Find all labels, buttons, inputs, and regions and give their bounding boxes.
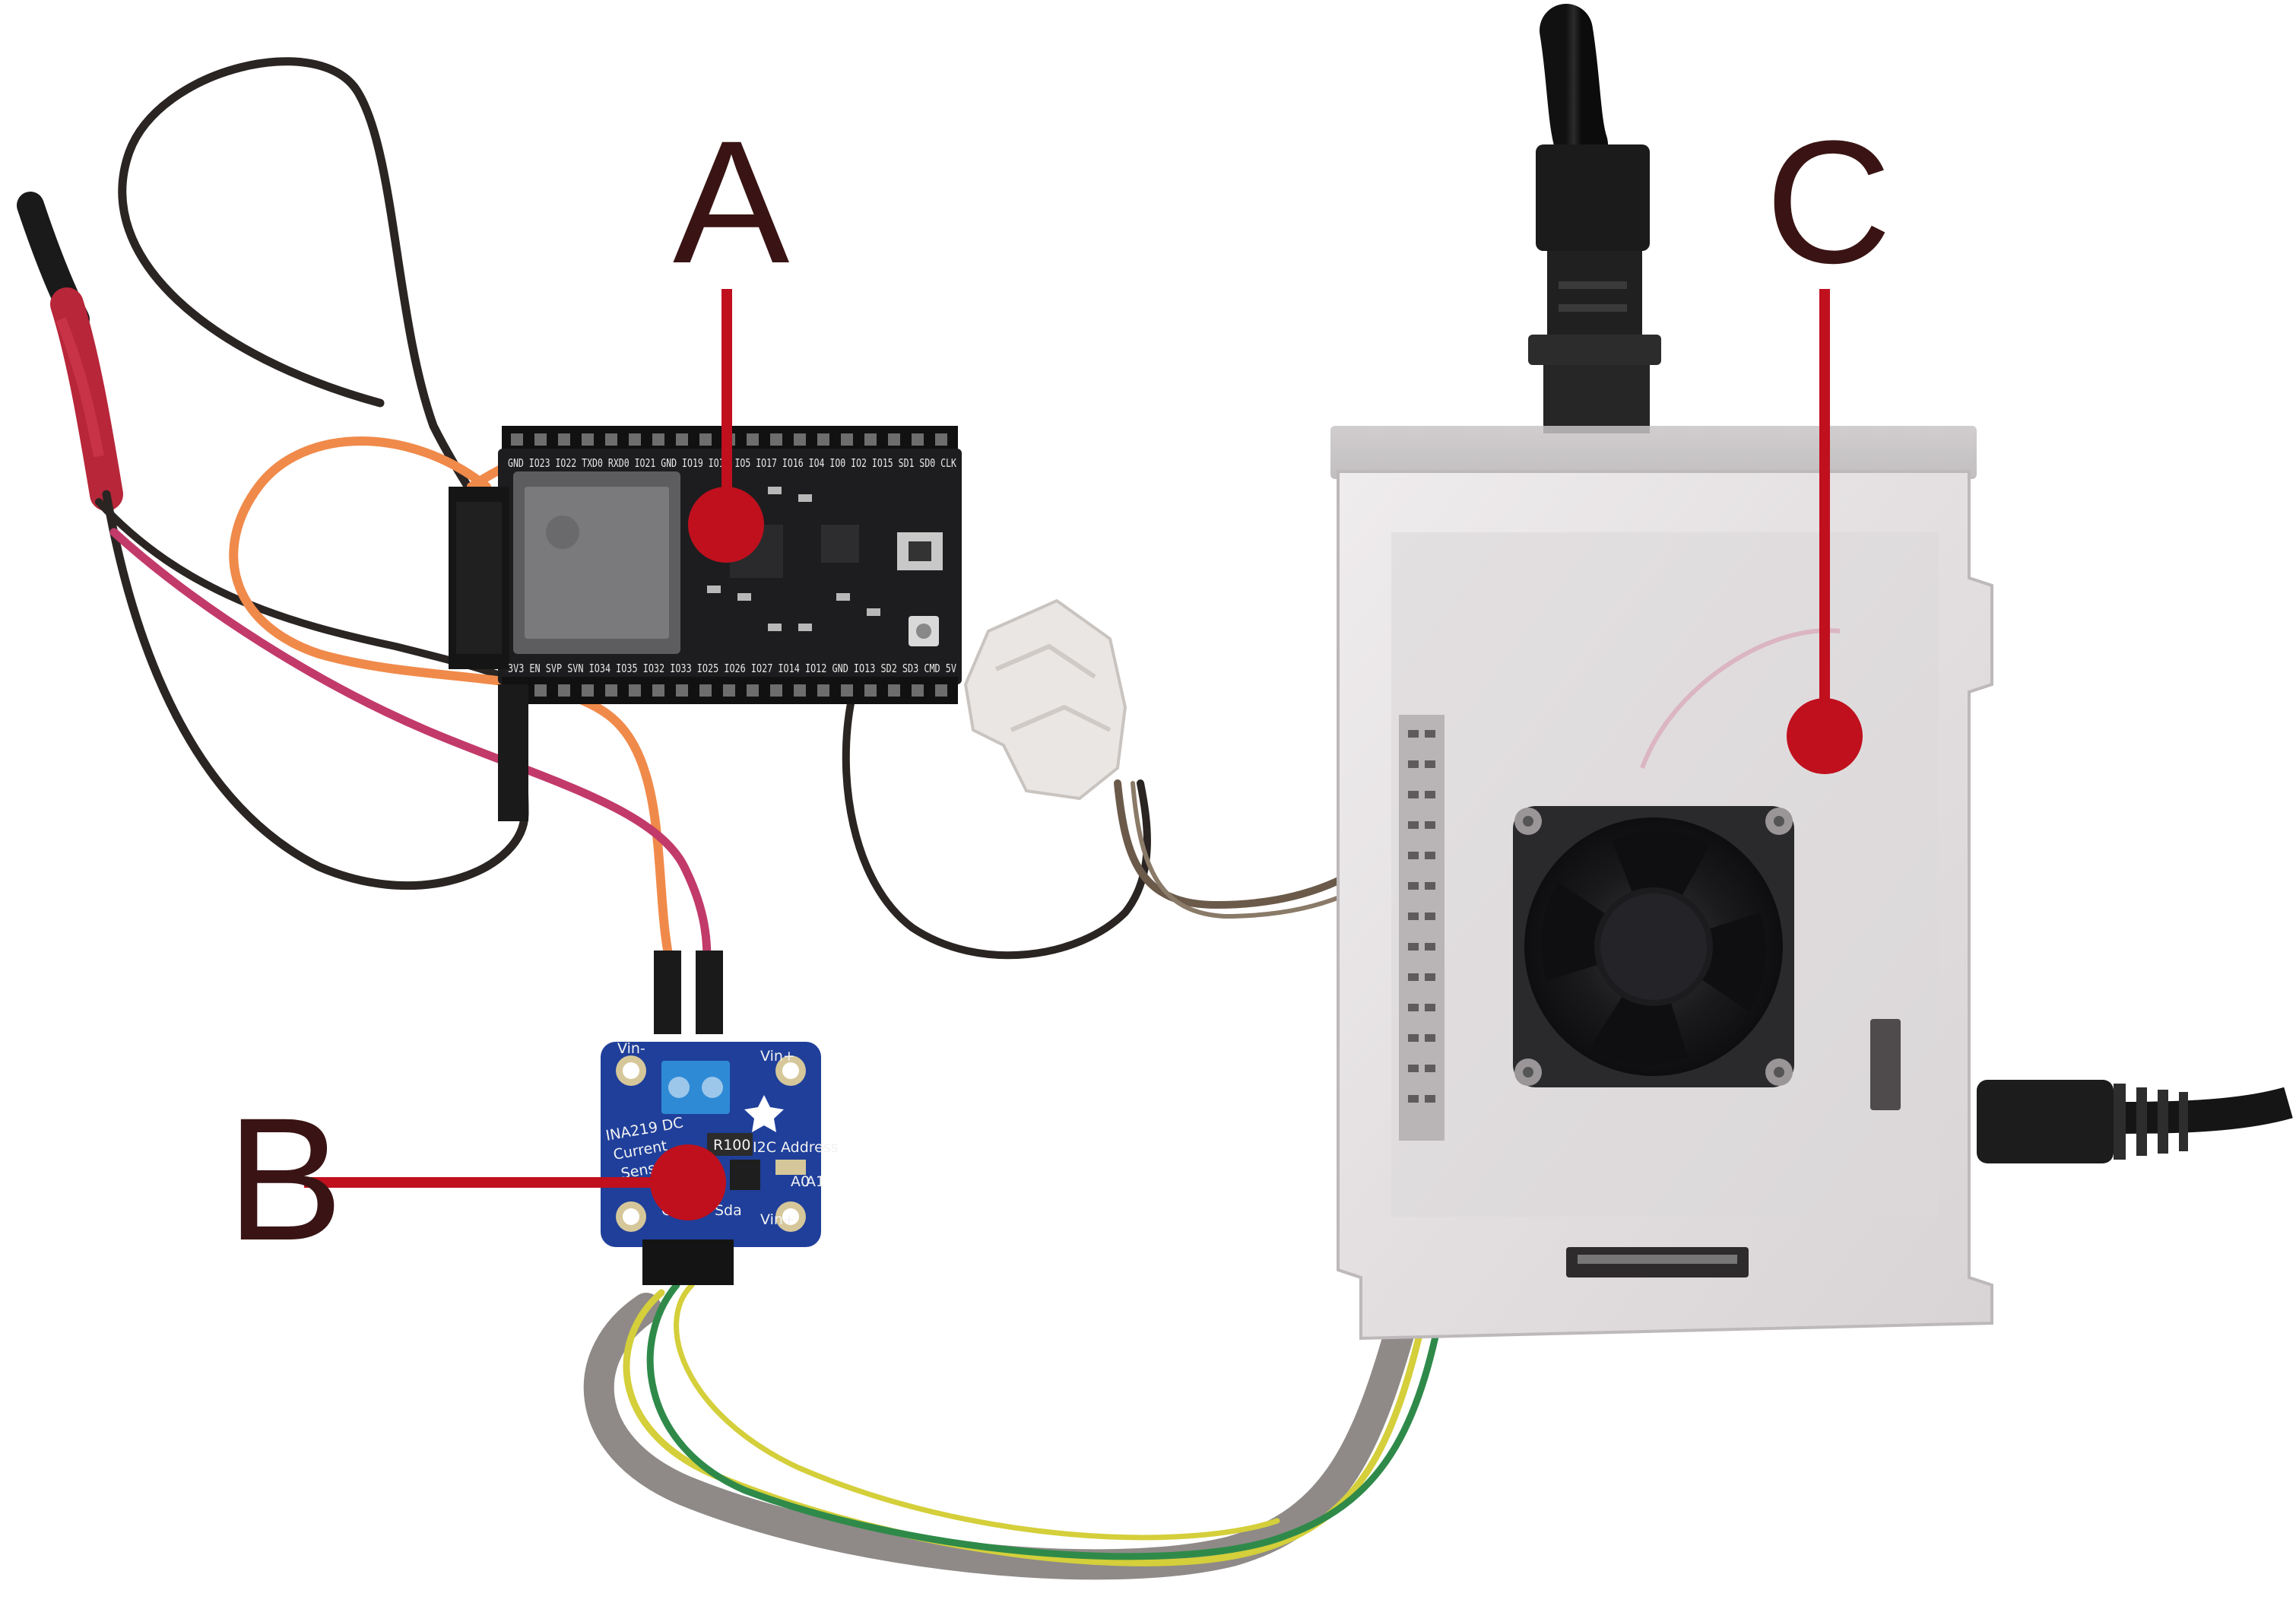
label-a: A xyxy=(673,104,789,300)
label-b: B xyxy=(227,1081,343,1277)
ina219-label-vin-minus: Vin- xyxy=(617,1040,645,1057)
ina219-label-vin-plus-top: Vin+ xyxy=(760,1048,795,1065)
marker-b-line xyxy=(304,1177,699,1188)
marker-dot xyxy=(650,1144,726,1220)
marker-a-line xyxy=(721,289,732,517)
power-cable-icon xyxy=(1977,1080,2293,1163)
marker-dot xyxy=(688,487,764,563)
ina219-label-vin-plus-bottom: Vin+ xyxy=(760,1211,795,1228)
marker-b xyxy=(304,1144,726,1220)
probe-cable xyxy=(17,192,123,511)
ethernet-plug-icon xyxy=(1528,4,1661,433)
marker-c xyxy=(1787,289,1863,774)
esp32-board: GND IO23 IO22 TXD0 RXD0 IO21 GND IO19 IO… xyxy=(449,426,962,821)
cooling-fan-icon xyxy=(1513,806,1794,1087)
label-c: C xyxy=(1765,104,1892,300)
ina219-label-a0: A0 xyxy=(791,1173,810,1190)
ina219-label-resistor: R100 xyxy=(713,1137,750,1154)
marker-dot xyxy=(1787,698,1863,774)
ina219-board: Vin- Vin+ INA219 DC Current Sensor R100 … xyxy=(601,951,839,1285)
wire-connector xyxy=(963,598,1127,801)
ina219-label-i2c: I2C Address xyxy=(753,1139,839,1156)
marker-c-line xyxy=(1819,289,1830,730)
esp32-pinlabels-bottom: 3V3 EN SVP SVN IO34 IO35 IO32 IO33 IO25 … xyxy=(508,662,956,675)
ina219-label-sda: Sda xyxy=(715,1202,742,1219)
gpio-pins xyxy=(1408,730,1435,1103)
marker-a xyxy=(688,289,764,563)
ina219-label-a1: A1 xyxy=(806,1173,825,1190)
